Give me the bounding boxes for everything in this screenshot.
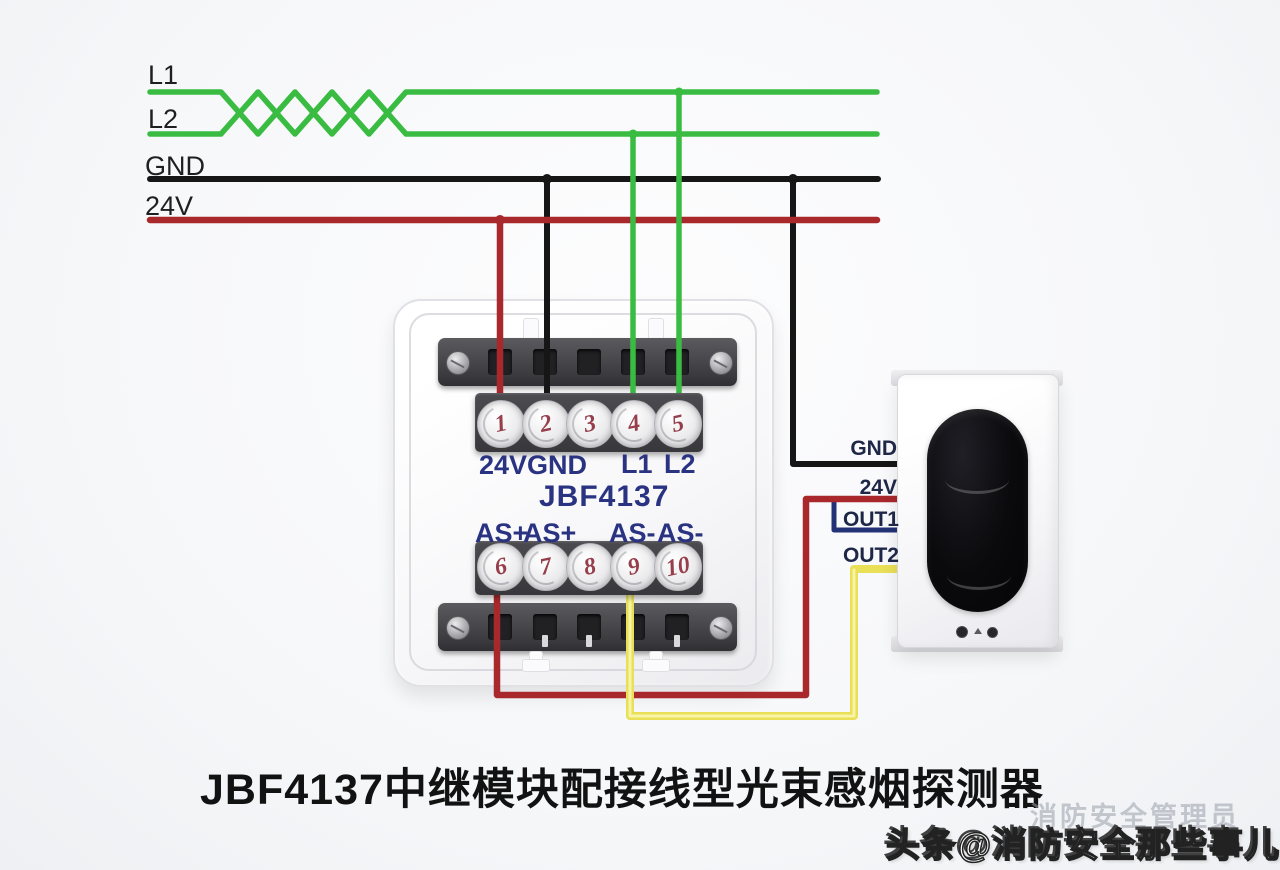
bus-label-gnd: GND bbox=[145, 151, 205, 181]
junction-dot bbox=[495, 215, 505, 225]
detector-led bbox=[956, 626, 968, 638]
module-bottom-terminal-block: 6 7 8 9 10 bbox=[475, 541, 703, 595]
junction-dot bbox=[788, 174, 798, 184]
terminal-label-24v: 24V bbox=[479, 450, 528, 480]
mount-bolt bbox=[446, 351, 470, 375]
lens-highlight-arc bbox=[947, 561, 1011, 590]
module-top-terminal-block: 1 2 3 4 5 bbox=[475, 393, 703, 452]
terminal-screw-5: 5 bbox=[654, 400, 702, 448]
mount-bolt bbox=[709, 351, 733, 375]
detector-label-out1: OUT1 bbox=[842, 508, 899, 531]
wire-slot bbox=[533, 349, 557, 375]
module-model-text: JBF4137 bbox=[539, 480, 670, 513]
detector-led bbox=[987, 627, 998, 638]
module-top-mount-bar bbox=[438, 338, 737, 386]
wire-slot bbox=[621, 614, 645, 640]
bus-label-24v: 24V bbox=[145, 191, 194, 221]
beam-detector-body bbox=[897, 374, 1059, 648]
terminal-number: 8 bbox=[581, 552, 599, 581]
terminal-label-as-plus-2: AS+ bbox=[523, 518, 577, 548]
diagram-title: JBF4137中继模块配接线型光束感烟探测器 bbox=[200, 766, 1044, 814]
terminal-number: 3 bbox=[581, 409, 599, 438]
wire-slot bbox=[488, 614, 512, 640]
detector-label-gnd: GND bbox=[850, 437, 897, 460]
clamp-mark bbox=[674, 635, 680, 647]
detector-marker bbox=[974, 628, 982, 634]
watermark-main: 头条@消防安全那些事儿 bbox=[885, 826, 1280, 866]
l1-loop-wire bbox=[147, 89, 880, 137]
terminal-label-gnd: GND bbox=[527, 450, 587, 480]
module-bottom-tab bbox=[642, 659, 670, 672]
wire-slot bbox=[488, 349, 512, 375]
terminal-number: 2 bbox=[537, 409, 555, 438]
detector-label-out2: OUT2 bbox=[842, 544, 899, 567]
wire-slot bbox=[577, 349, 601, 375]
terminal-screw-9: 9 bbox=[610, 543, 658, 591]
terminal-screw-10: 10 bbox=[654, 543, 702, 591]
terminal-number: 10 bbox=[663, 551, 693, 582]
terminal-number: 6 bbox=[492, 552, 510, 581]
terminal-label-l1: L1 bbox=[621, 449, 653, 479]
bus-label-l1: L1 bbox=[148, 60, 179, 90]
terminal-screw-6: 6 bbox=[477, 543, 525, 591]
detector-lens bbox=[927, 409, 1028, 612]
terminal-number: 7 bbox=[537, 552, 555, 581]
mount-bolt bbox=[709, 616, 733, 640]
terminal-screw-8: 8 bbox=[566, 543, 614, 591]
terminal-screw-1: 1 bbox=[477, 400, 525, 448]
watermark-ghost: 消防安全管理员 bbox=[1030, 802, 1240, 832]
terminal-screw-7: 7 bbox=[522, 543, 570, 591]
terminal-label-as-plus-1: AS+ bbox=[475, 518, 529, 548]
lens-highlight-arc bbox=[945, 465, 1009, 494]
terminal-number: 5 bbox=[669, 409, 687, 438]
wire-slot bbox=[621, 349, 645, 375]
junction-dot bbox=[628, 129, 638, 139]
detector-label-24v: 24V bbox=[859, 476, 897, 499]
mount-bolt bbox=[446, 616, 470, 640]
wire-slot bbox=[665, 349, 689, 375]
l2-loop-wire bbox=[147, 89, 880, 137]
clamp-mark bbox=[586, 635, 592, 647]
terminal-number: 9 bbox=[625, 552, 643, 581]
gnd-drop-to-detector-wire bbox=[790, 176, 902, 467]
terminal-label-as-minus-1: AS- bbox=[609, 518, 656, 548]
module-bottom-mount-bar bbox=[438, 603, 737, 651]
terminal-label-l2: L2 bbox=[664, 449, 696, 479]
terminal-number: 4 bbox=[625, 409, 643, 438]
junction-dot bbox=[542, 174, 552, 184]
terminal-label-as-minus-2: AS- bbox=[657, 518, 704, 548]
terminal-number: 1 bbox=[492, 409, 510, 438]
clamp-mark bbox=[542, 635, 548, 647]
module-bottom-tab bbox=[522, 659, 550, 672]
bus-label-l2: L2 bbox=[148, 104, 179, 134]
junction-dot bbox=[674, 87, 684, 97]
terminal-screw-4: 4 bbox=[610, 400, 658, 448]
terminal-screw-3: 3 bbox=[566, 400, 614, 448]
terminal-screw-2: 2 bbox=[522, 400, 570, 448]
